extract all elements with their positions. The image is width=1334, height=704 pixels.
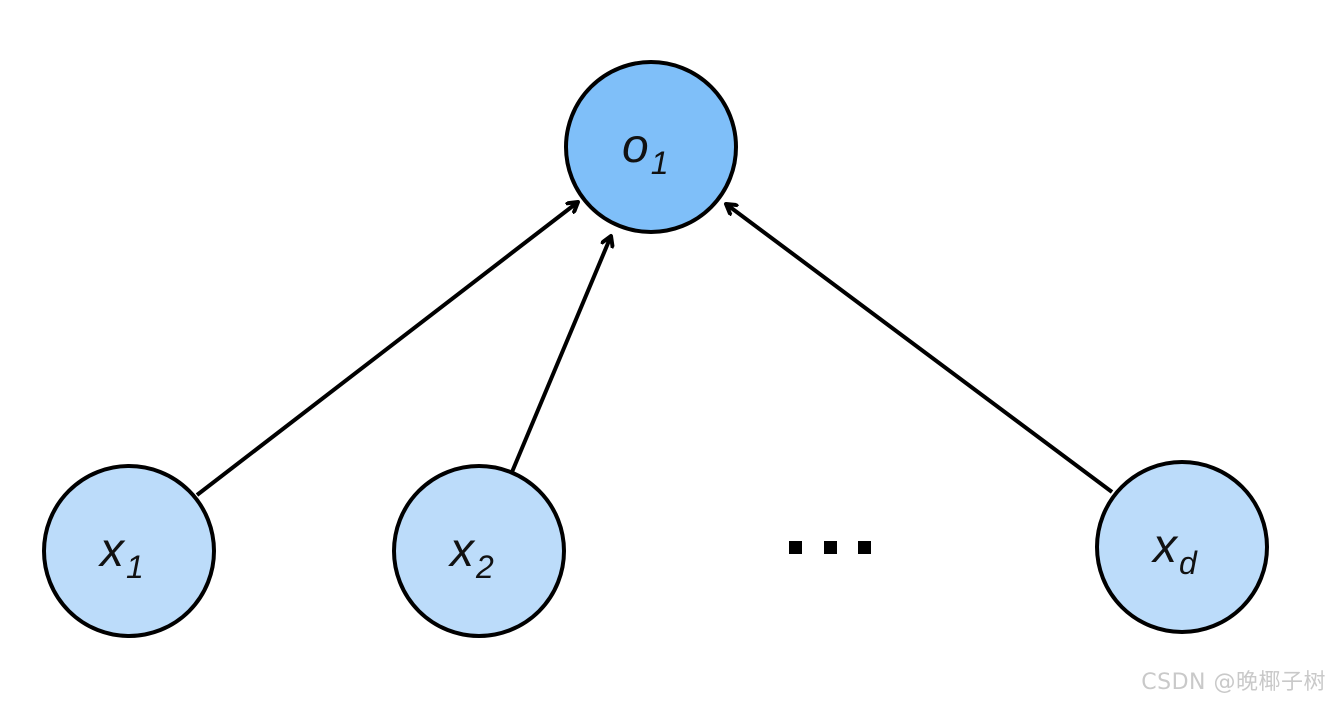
input-node-circle <box>1095 460 1269 634</box>
input-node-symbol: x <box>1151 520 1179 573</box>
output-node-symbol: o <box>622 120 649 173</box>
input-node-x1: x1 <box>42 464 216 638</box>
input-node-x2: x2 <box>392 464 566 638</box>
edge-x1-to-o1 <box>195 202 578 497</box>
output-node-circle <box>564 60 738 234</box>
output-node-label: o1 <box>622 120 669 181</box>
ellipsis <box>789 541 871 554</box>
ellipsis-dot <box>858 541 871 554</box>
input-node-subscript: 2 <box>475 549 494 585</box>
watermark: CSDN @晚椰子树 <box>1141 670 1326 695</box>
input-node-symbol: x <box>98 524 126 577</box>
ellipsis-dot <box>824 541 837 554</box>
edge-xd-to-o1 <box>726 204 1114 494</box>
input-node-label: xd <box>1151 520 1198 581</box>
output-node-subscript: 1 <box>651 145 669 181</box>
input-node-circle <box>42 464 216 638</box>
input-node-symbol: x <box>448 524 476 577</box>
input-node-subscript: d <box>1179 545 1198 581</box>
input-node-subscript: 1 <box>126 549 144 585</box>
input-node-label: x1 <box>98 524 144 585</box>
input-node-label: x2 <box>448 524 494 585</box>
input-node-circle <box>392 464 566 638</box>
output-node-o1: o1 <box>564 60 738 234</box>
edge-x2-to-o1 <box>510 236 611 473</box>
input-node-xd: xd <box>1095 460 1269 634</box>
ellipsis-dot <box>789 541 802 554</box>
